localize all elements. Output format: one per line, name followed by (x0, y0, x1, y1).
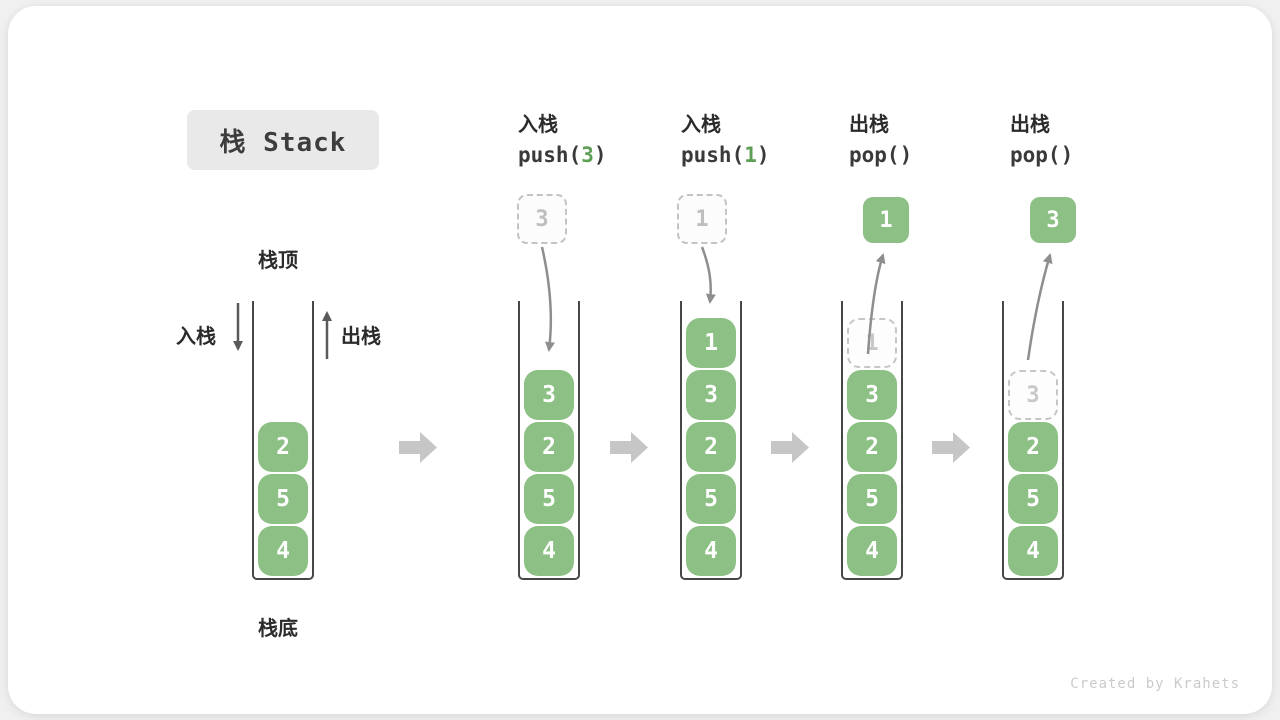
stack-cell: 2 (258, 422, 308, 472)
stack-cell-removed: 1 (847, 318, 897, 368)
step3-op-label: 出栈 (849, 114, 889, 136)
step2-stack-container: 1 3 2 5 4 (680, 301, 742, 580)
step4-code-label: pop() (1010, 143, 1073, 167)
code-arg: 1 (744, 143, 757, 167)
diagram-title: 栈 Stack (187, 110, 379, 170)
incoming-value-box: 1 (677, 194, 727, 244)
popped-value-box: 3 (1030, 197, 1076, 243)
stack-cell: 2 (847, 422, 897, 472)
code-suffix: ) (899, 143, 913, 167)
stack-cell: 4 (258, 526, 308, 576)
stack-cell: 5 (524, 474, 574, 524)
stack-cell: 2 (686, 422, 736, 472)
stack-cell: 4 (1008, 526, 1058, 576)
step2-code-label: push(1) (681, 143, 770, 167)
stack-cell: 4 (686, 526, 736, 576)
stack-cell: 2 (524, 422, 574, 472)
code-prefix: pop( (849, 143, 900, 167)
stack-cell: 5 (847, 474, 897, 524)
step4-stack-container: 3 2 5 4 (1002, 301, 1064, 580)
push-direction-label: 入栈 (176, 326, 216, 348)
stack-cell: 3 (847, 370, 897, 420)
step4-op-label: 出栈 (1010, 114, 1050, 136)
stack-top-label: 栈顶 (258, 250, 298, 272)
code-suffix: ) (593, 143, 607, 167)
stack-cell: 3 (686, 370, 736, 420)
pop-direction-label: 出栈 (341, 326, 381, 348)
stack-cell: 3 (524, 370, 574, 420)
stack-bottom-label: 栈底 (258, 618, 298, 640)
stack-cell-removed: 3 (1008, 370, 1058, 420)
code-suffix: ) (756, 143, 770, 167)
code-prefix: push( (681, 143, 745, 167)
step2-op-label: 入栈 (681, 114, 721, 136)
step3-stack-container: 1 3 2 5 4 (841, 301, 903, 580)
step1-code-label: push(3) (518, 143, 607, 167)
stack-cell: 2 (1008, 422, 1058, 472)
stack-cell: 5 (1008, 474, 1058, 524)
credit-text: Created by Krahets (1070, 676, 1240, 692)
code-suffix: ) (1060, 143, 1074, 167)
step1-op-label: 入栈 (518, 114, 558, 136)
code-prefix: pop( (1010, 143, 1061, 167)
code-prefix: push( (518, 143, 582, 167)
step3-code-label: pop() (849, 143, 912, 167)
popped-value-box: 1 (863, 197, 909, 243)
stack-cell: 4 (847, 526, 897, 576)
incoming-value-box: 3 (517, 194, 567, 244)
stack-cell: 5 (686, 474, 736, 524)
stack-cell: 5 (258, 474, 308, 524)
step1-stack-container: 3 2 5 4 (518, 301, 580, 580)
main-stack-container: 2 5 4 (252, 301, 314, 580)
stack-cell: 1 (686, 318, 736, 368)
code-arg: 3 (581, 143, 594, 167)
stack-cell: 4 (524, 526, 574, 576)
